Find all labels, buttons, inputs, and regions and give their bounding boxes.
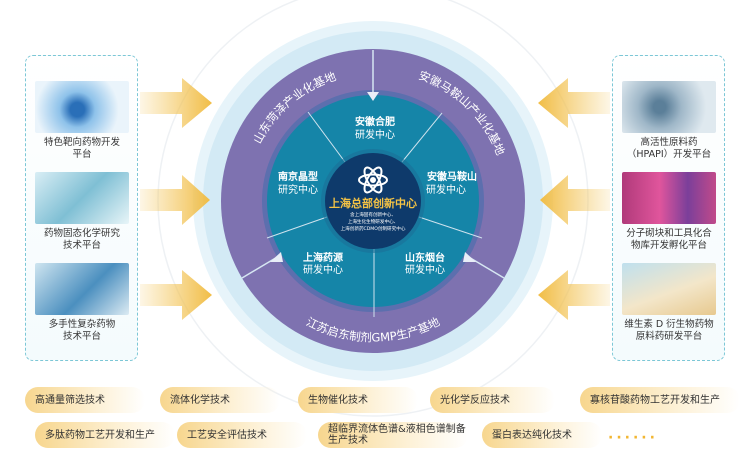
tech-chip: 高通量筛选技术 bbox=[25, 387, 145, 413]
rd-nanjing-type: 研究中心 bbox=[278, 183, 318, 196]
tech-chip: 生物催化技术 bbox=[298, 387, 418, 413]
tech-chip: 工艺安全评估技术 bbox=[177, 422, 307, 448]
platform-card: 药物固态化学研究 技术平台 bbox=[34, 172, 130, 252]
platform-label: 特色靶向药物开发 平台 bbox=[43, 137, 120, 160]
input-arrows-left bbox=[140, 78, 212, 320]
platform-label: 维生素 D 衍生物药物 原料药研发平台 bbox=[624, 319, 714, 342]
tech-chip: 寡核苷酸药物工艺开发和生产 bbox=[580, 387, 740, 413]
rd-hefei-type: 研发中心 bbox=[355, 128, 395, 141]
rd-nanjing-name: 南京晶型 bbox=[278, 170, 318, 183]
rd-yantai-name: 山东烟台 bbox=[405, 251, 445, 264]
sector-dividers bbox=[266, 111, 483, 317]
rd-yaoyuan-type: 研发中心 bbox=[303, 263, 343, 276]
right-platform-panel: 高活性原料药 （HPAPI）开发平台 分子砌块和工具化合 物库开发孵化平台 维生… bbox=[612, 55, 725, 361]
tech-chip: 超临界流体色谱&液相色谱制备生产技术 bbox=[318, 422, 468, 448]
rd-maanshan-name: 安徽马鞍山 bbox=[427, 170, 477, 183]
molecule-image bbox=[622, 81, 716, 133]
rd-hefei-name: 安徽合肥 bbox=[355, 115, 395, 128]
rd-yaoyuan-name: 上海药源 bbox=[303, 251, 343, 264]
input-arrows-right bbox=[538, 78, 610, 320]
tech-chip: 流体化学技术 bbox=[160, 387, 280, 413]
left-platform-panel: 特色靶向药物开发 平台 药物固态化学研究 技术平台 多手性复杂药物 技术平台 bbox=[25, 55, 138, 361]
rd-maanshan-type: 研发中心 bbox=[426, 183, 466, 196]
tech-chip: 多肽药物工艺开发和生产 bbox=[35, 422, 175, 448]
atom-icon bbox=[358, 166, 388, 194]
vitamin-d-image bbox=[622, 263, 716, 315]
tech-chip: 蛋白表达纯化技术 bbox=[482, 422, 602, 448]
antibody-image bbox=[35, 81, 129, 133]
rd-yantai-type: 研发中心 bbox=[405, 263, 445, 276]
hq-sub-1: 含上海固有创新中心、 bbox=[350, 211, 396, 218]
platform-card: 高活性原料药 （HPAPI）开发平台 bbox=[621, 81, 717, 161]
lab-pipette-image bbox=[35, 263, 129, 315]
platform-card: 维生素 D 衍生物药物 原料药研发平台 bbox=[621, 263, 717, 343]
platform-label: 多手性复杂药物 技术平台 bbox=[48, 319, 116, 342]
hq-sub-2: 上海生化生物研发中心、 bbox=[348, 218, 399, 225]
flow-arrow-icons bbox=[270, 92, 476, 262]
hq-title: 上海总部创新中心 bbox=[329, 196, 417, 210]
multichannel-pipette-image bbox=[622, 172, 716, 224]
platform-label: 分子砌块和工具化合 物库开发孵化平台 bbox=[626, 228, 712, 251]
platform-label: 高活性原料药 （HPAPI）开发平台 bbox=[626, 137, 712, 160]
hq-center bbox=[325, 153, 421, 249]
vials-image bbox=[35, 172, 129, 224]
more-indicator: ······ bbox=[608, 430, 658, 446]
hq-sub-3: 上海创新药CDMO创制研究中心 bbox=[341, 225, 406, 232]
platform-card: 特色靶向药物开发 平台 bbox=[34, 81, 130, 161]
platform-card: 分子砌块和工具化合 物库开发孵化平台 bbox=[621, 172, 717, 252]
tech-chip: 光化学反应技术 bbox=[430, 387, 555, 413]
platform-card: 多手性复杂药物 技术平台 bbox=[34, 263, 130, 343]
platform-label: 药物固态化学研究 技术平台 bbox=[43, 228, 120, 251]
